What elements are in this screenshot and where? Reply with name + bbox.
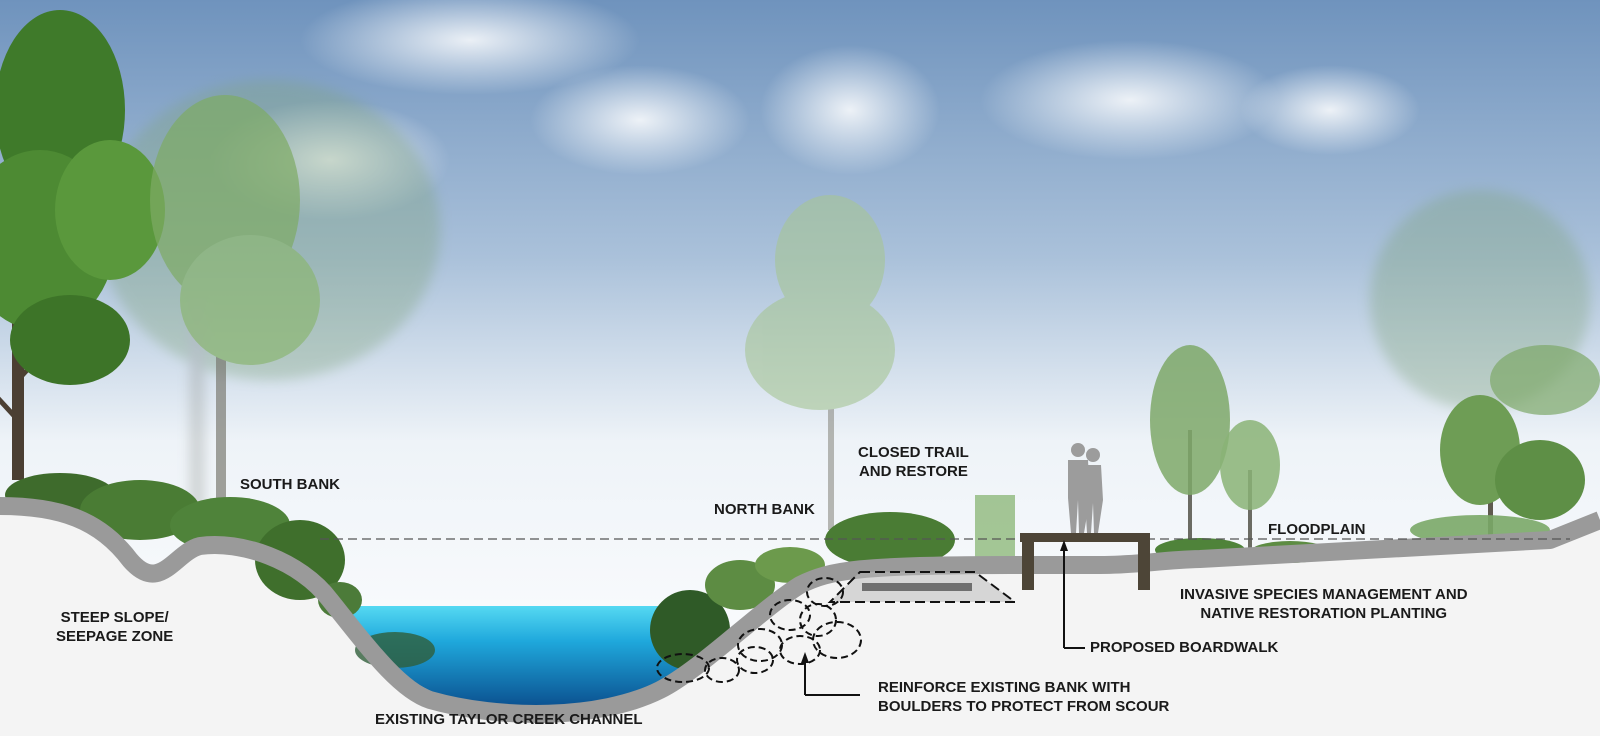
tree-icon: [0, 10, 165, 480]
label-text: INVASIVE SPECIES MANAGEMENT AND: [1180, 586, 1468, 603]
tree-icon: [150, 95, 320, 520]
closed-trail-outline: [827, 571, 1018, 603]
label-proposed-boardwalk: PROPOSED BOARDWALK: [1090, 638, 1278, 657]
label-text: CLOSED TRAIL: [858, 444, 969, 461]
label-text: BOULDERS TO PROTECT FROM SCOUR: [878, 698, 1170, 715]
label-text: SEEPAGE ZONE: [56, 628, 174, 645]
label-text: STEEP SLOPE/: [60, 609, 169, 626]
label-text: EXISTING TAYLOR CREEK CHANNEL: [375, 711, 643, 728]
label-text: PROPOSED BOARDWALK: [1090, 639, 1279, 656]
label-text: NORTH BANK: [714, 501, 815, 518]
label-creek-channel: EXISTING TAYLOR CREEK CHANNEL: [375, 710, 643, 729]
tree-icon: [745, 195, 895, 530]
label-text: REINFORCE EXISTING BANK WITH: [878, 679, 1131, 696]
label-closed-trail: CLOSED TRAIL AND RESTORE: [858, 443, 969, 481]
label-text: FLOODPLAIN: [1268, 521, 1366, 538]
tree-icon: [1150, 345, 1600, 550]
leader-arrow-icon: [1060, 540, 1085, 649]
label-text: AND RESTORE: [858, 463, 968, 480]
label-floodplain: FLOODPLAIN: [1268, 520, 1366, 539]
creek-water: [338, 606, 712, 707]
label-invasive-species: INVASIVE SPECIES MANAGEMENT AND NATIVE R…: [1180, 585, 1468, 623]
ground-section-line: [0, 497, 1600, 723]
boardwalk: [1020, 533, 1150, 590]
people-silhouette-icon: [1068, 443, 1103, 533]
label-steep-slope: STEEP SLOPE/ SEEPAGE ZONE: [56, 608, 173, 646]
label-text: SOUTH BANK: [240, 476, 340, 493]
label-south-bank: SOUTH BANK: [240, 475, 340, 494]
leader-arrow-icon: [801, 652, 860, 696]
label-north-bank: NORTH BANK: [714, 500, 815, 519]
boulder-outline-icon: [656, 577, 862, 683]
label-text: NATIVE RESTORATION PLANTING: [1200, 605, 1448, 622]
label-reinforce-bank: REINFORCE EXISTING BANK WITH BOULDERS TO…: [878, 678, 1169, 716]
